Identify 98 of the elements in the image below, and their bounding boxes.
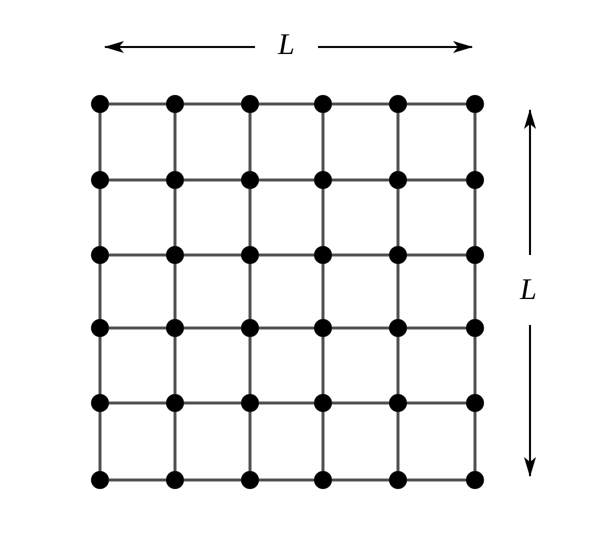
lattice-dot [389, 319, 407, 337]
grid-line [474, 412, 476, 471]
lattice-dot [91, 394, 109, 412]
grid-line [184, 478, 241, 482]
grid-line [396, 264, 400, 319]
lattice-dot [241, 171, 259, 189]
grid-line [184, 254, 241, 256]
dimension-label: L [520, 275, 537, 305]
grid-line [407, 254, 466, 256]
grid-line [396, 113, 400, 171]
lattice-dot [389, 471, 407, 489]
grid-line [396, 337, 400, 394]
grid-line [332, 402, 389, 404]
lattice-dot [466, 471, 484, 489]
grid-line [322, 264, 324, 319]
grid-line [407, 478, 466, 482]
grid-line [259, 478, 314, 482]
grid-line [174, 113, 176, 171]
lattice-dot [314, 394, 332, 412]
lattice-dot [314, 471, 332, 489]
grid-line [174, 189, 176, 246]
lattice-dot [389, 394, 407, 412]
lattice-dot [389, 95, 407, 113]
lattice-dot [166, 471, 184, 489]
grid-line [248, 337, 252, 394]
grid-line [322, 113, 324, 171]
lattice-dot [241, 246, 259, 264]
lattice-dot [91, 319, 109, 337]
grid-line [332, 102, 389, 106]
grid-line [322, 189, 324, 246]
grid-line [248, 412, 252, 471]
grid-line [184, 402, 241, 404]
lattice-dot [314, 95, 332, 113]
grid-line [109, 326, 166, 330]
grid-line [248, 113, 252, 171]
grid-line [474, 337, 476, 394]
grid-line [259, 402, 314, 404]
grid-line [407, 326, 466, 330]
grid-line [98, 264, 102, 319]
grid-line [98, 412, 102, 471]
grid-line [248, 189, 252, 246]
grid-line [109, 178, 166, 182]
grid-line [474, 113, 476, 171]
lattice-dot [314, 246, 332, 264]
lattice-dot [241, 319, 259, 337]
grid-line [184, 178, 241, 182]
grid-line [174, 337, 176, 394]
lattice-dot [466, 394, 484, 412]
lattice-dot [166, 95, 184, 113]
grid-line [332, 326, 389, 330]
lattice-dot [241, 471, 259, 489]
lattice-dot [91, 246, 109, 264]
grid-line [184, 102, 241, 106]
grid-line [332, 178, 389, 182]
grid-line [259, 326, 314, 330]
grid-line [109, 478, 166, 482]
grid-line [259, 178, 314, 182]
lattice-dot [166, 246, 184, 264]
lattice-dot [314, 319, 332, 337]
grid-line [332, 478, 389, 482]
grid-line [332, 254, 389, 256]
grid-line [109, 102, 166, 106]
grid-line [259, 102, 314, 106]
grid-line [109, 254, 166, 256]
grid-line [248, 264, 252, 319]
lattice-dot [389, 246, 407, 264]
lattice-dot [166, 319, 184, 337]
lattice-dot [389, 171, 407, 189]
lattice-dot [466, 246, 484, 264]
lattice-dot [314, 171, 332, 189]
dimension-label: L [278, 30, 295, 60]
lattice-dot [241, 95, 259, 113]
grid-line [322, 412, 324, 471]
grid-line [109, 402, 166, 404]
lattice-dot [91, 95, 109, 113]
grid-line [184, 326, 241, 330]
grid-line [407, 178, 466, 182]
lattice-dot [166, 171, 184, 189]
lattice-dot [466, 95, 484, 113]
grid-line [474, 264, 476, 319]
lattice-dot [91, 171, 109, 189]
grid-line [174, 264, 176, 319]
grid-line [322, 337, 324, 394]
grid-line [396, 189, 400, 246]
lattice-dot [466, 319, 484, 337]
lattice-dot [466, 171, 484, 189]
lattice-dot [91, 471, 109, 489]
grid-line [407, 402, 466, 404]
grid-line [407, 102, 466, 106]
grid-line [98, 189, 102, 246]
grid-line [474, 189, 476, 246]
grid-line [174, 412, 176, 471]
grid-line [259, 254, 314, 256]
lattice-dot [166, 394, 184, 412]
lattice-dot [241, 394, 259, 412]
grid-line [98, 337, 102, 394]
grid-line [98, 113, 102, 171]
grid-line [396, 412, 400, 471]
